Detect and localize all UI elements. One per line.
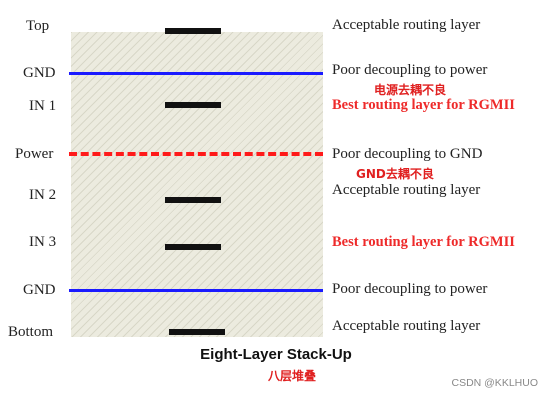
layer-note-in1: Best routing layer for RGMII — [332, 97, 515, 113]
signal-trace-bottom — [169, 329, 225, 335]
layer-label-in3: IN 3 — [29, 234, 57, 250]
layer-label-bottom: Bottom — [8, 324, 54, 340]
signal-trace-in2 — [165, 197, 221, 203]
cn-note-power: GND去耦不良 — [356, 167, 434, 181]
layer-label-in2: IN 2 — [29, 187, 57, 203]
layer-note-in2: Acceptable routing layer — [332, 182, 481, 198]
watermark: CSDN @KKLHUO — [451, 377, 538, 389]
signal-trace-in1 — [165, 102, 221, 108]
layer-note-power: Poor decoupling to GND — [332, 146, 483, 162]
layer-label-gnd-2: GND — [23, 282, 56, 298]
layer-note-gnd-2: Poor decoupling to power — [332, 281, 488, 297]
layer-note-bottom: Acceptable routing layer — [332, 318, 481, 334]
layer-label-top: Top — [26, 18, 50, 34]
layer-label-power: Power — [15, 146, 54, 162]
layer-note-gnd-1: Poor decoupling to power — [332, 62, 488, 78]
power-plane — [69, 152, 323, 156]
signal-trace-in3 — [165, 244, 221, 250]
cn-note-gnd-1: 电源去耦不良 — [374, 83, 447, 97]
signal-trace-top — [165, 28, 221, 34]
diagram-caption-cn: 八层堆叠 — [267, 369, 316, 383]
stackup-background — [71, 32, 323, 337]
ground-plane-1 — [69, 72, 323, 75]
layer-note-in3: Best routing layer for RGMII — [332, 234, 515, 250]
layer-label-in1: IN 1 — [29, 98, 57, 114]
layer-label-gnd-1: GND — [23, 65, 56, 81]
layer-note-top: Acceptable routing layer — [332, 17, 481, 33]
ground-plane-2 — [69, 289, 323, 292]
diagram-caption: Eight-Layer Stack-Up — [200, 346, 352, 363]
